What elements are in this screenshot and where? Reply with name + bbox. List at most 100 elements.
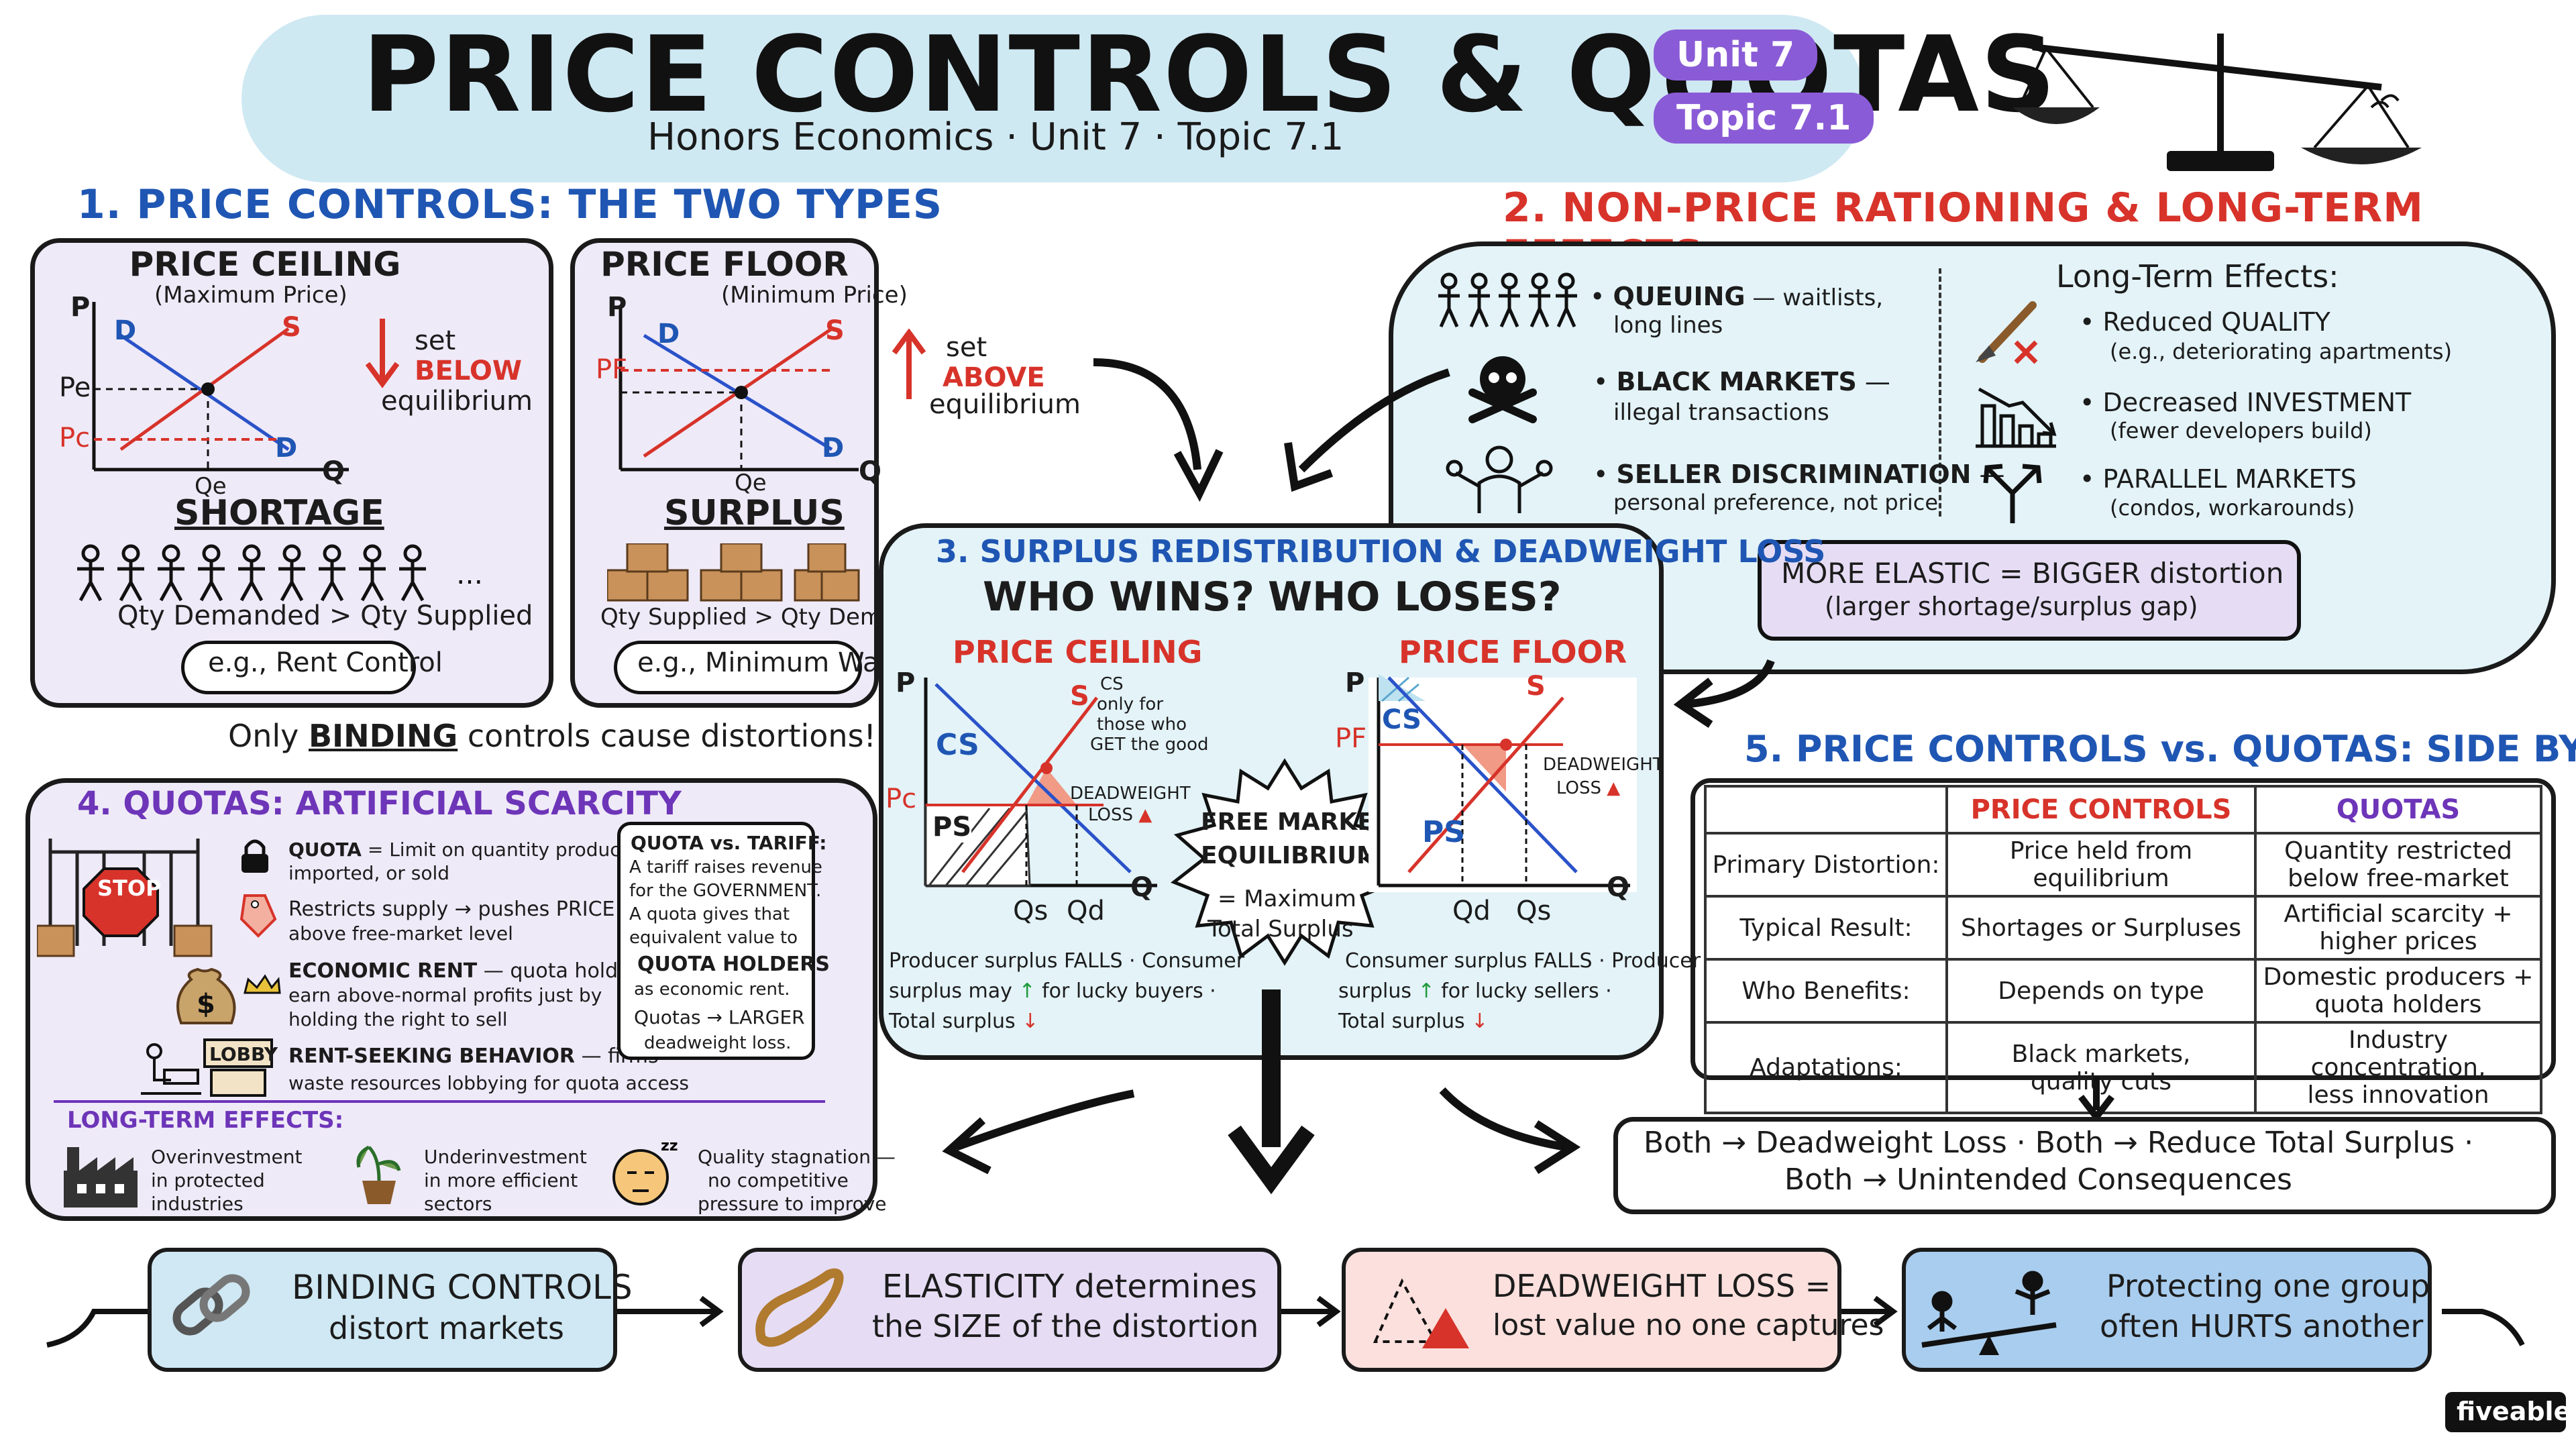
quota-item-4-line2: waste resources lobbying for quota acces… [288,1072,690,1094]
ceiling-label-qe: Qe [195,473,227,500]
table-cell: Artificial scarcity +higher prices [2254,895,2542,961]
table-cell: Industry concentration,less innovation [2254,1021,2542,1114]
ceiling-arrow-text-3: equilibrium [381,386,533,417]
s3-ceiling-ps: PS [932,812,972,843]
both-summary-2: Both → Unintended Consequences [1784,1163,2292,1197]
brand-logo: fiveable [2457,1397,2571,1426]
tariff-line-3: for the GOVERNMENT. [629,881,822,901]
elasticity-note-box [1758,540,2301,641]
burst-line-2: EQUILIBRIUM [1201,842,1381,869]
s3-ceiling-caption-2: surplus may ↑ for lucky buyers · [889,979,1216,1003]
svg-text:$: $ [197,989,215,1020]
tariff-note-box [617,822,815,1060]
s3-floor-qd: Qd [1452,896,1491,926]
quota-item-4: RENT-SEEKING BEHAVIOR — firms [288,1044,659,1068]
table-row-label: Who Benefits: [1704,958,1948,1024]
flow-1-line1: BINDING CONTROLS [292,1268,633,1307]
table-cell: Domestic producers +quota holders [2254,958,2542,1024]
ceiling-supply-demand-graph [92,302,349,472]
tariff-line-5: equivalent value to [629,928,798,948]
rubber-band-icon [755,1268,844,1347]
unit-badge: Unit 7 [1654,30,1818,80]
s3-ceiling-axis-p: P [896,667,916,698]
floor-label-d2: D [822,433,845,464]
section3-title: 3. SURPLUS REDISTRIBUTION & DEADWEIGHT L… [936,533,1826,570]
arrow-section2-to-section3 [1673,659,1775,728]
ceiling-example: e.g., Rent Control [208,647,443,678]
balance-scale-icon [2012,34,2422,171]
s3-ceiling-axis-q: Q [1130,872,1154,903]
tariff-line-1: QUOTA vs. TARIFF: [631,832,827,854]
tariff-line-6: QUOTA HOLDERS [637,953,830,976]
table-cell: Shortages or Surpluses [1945,895,2257,961]
quota-item-1-line2: imported, or sold [288,862,450,884]
long-term-2: • Decreased INVESTMENT [2080,388,2412,417]
s3-ceiling-dwl-2: LOSS ▲ [1088,805,1152,825]
floor-label-pf: PF [596,354,628,385]
s3-floor-dwl-2: LOSS ▲ [1556,778,1621,798]
chain-link-icon [172,1274,250,1336]
long-term-1: • Reduced QUALITY [2080,307,2330,337]
wilted-plant-icon [356,1145,401,1204]
flow-3-line2: lost value no one captures [1493,1308,1884,1342]
ceiling-arrow-text-2: BELOW [415,356,522,386]
ceiling-example-bubble [181,641,416,694]
s3-ceiling-pc: Pc [885,784,917,814]
quota-lt-2-l2: in more efficient [424,1169,578,1191]
quota-item-1: QUOTA = Limit on quantity produced, [288,839,650,861]
money-bag-crown-icon: $ [176,967,281,1024]
tariff-line-7: as economic rent. [634,979,790,1000]
floor-axis-p: P [607,292,627,323]
table-cell: Depends on type [1945,958,2257,1024]
tariff-line-9: deadweight loss. [644,1033,792,1053]
burst-line-1: FREE MARKET [1201,808,1391,836]
gate-stop-icon [37,839,213,957]
s3-floor-ps: PS [1422,815,1465,849]
section2-divider [1939,268,1941,517]
floor-example: e.g., Minimum Wage [637,647,913,678]
svg-text:…: … [456,559,483,590]
bottom-flow-line [46,1295,2525,1348]
s3-floor-axis-p: P [1345,667,1365,698]
section4-title: 4. QUOTAS: ARTIFICIAL SCARCITY [77,785,682,822]
rationing-item-3-line2: personal preference, not price [1613,490,1939,515]
queue-people-icon [1438,272,1577,328]
ceiling-axis-p: P [70,292,91,323]
table-header-quotas: QUOTAS [2254,785,2542,835]
quota-lt-3-l1: Quality stagnation — [698,1146,896,1168]
quota-lt-1-l2: in protected [151,1169,265,1191]
seller-discrimination-icon [1446,445,1553,513]
floor-example-bubble [614,641,862,694]
s3-floor-graph [1377,674,1630,888]
quota-item-3-line3: holding the right to sell [288,1008,508,1030]
quota-long-term-title: LONG-TERM EFFECTS: [67,1107,344,1134]
binding-footnote: Only BINDING controls cause distortions! [228,718,876,754]
section1-title: 1. PRICE CONTROLS: THE TWO TYPES [77,181,943,228]
tariff-line-8: Quotas → LARGER [634,1006,805,1028]
ceiling-title: PRICE CEILING [129,245,401,284]
floor-result: SURPLUS [664,493,845,533]
s3-ceiling-qs: Qs [1013,896,1049,926]
table-row: Who Benefits: Depends on type Domestic p… [1704,958,2542,1024]
elasticity-note-2: (larger shortage/surplus gap) [1825,592,2198,621]
svg-text:zz: zz [661,1138,678,1155]
s3-ceiling-note-1: CS [1100,674,1124,694]
table-corner [1704,785,1948,835]
ceiling-label-s: S [282,312,301,343]
s3-ceiling-title: PRICE CEILING [953,634,1203,670]
table-row-label: Typical Result: [1704,895,1948,961]
ceiling-label-d2: D [275,433,298,464]
table-row-label: Primary Distortion: [1704,832,1948,898]
ceiling-relation: Qty Demanded > Qty Supplied [117,600,533,631]
flow-3-line1: DEADWEIGHT LOSS = [1493,1268,1831,1304]
topic-badge: Topic 7.1 [1654,93,1874,144]
s3-floor-qs: Qs [1516,896,1552,926]
lobby-sign-label: LOBBY [209,1043,278,1065]
s3-ceiling-cs: CS [936,728,979,762]
s3-floor-title: PRICE FLOOR [1399,634,1627,670]
s3-ceiling-note-3: those who [1097,714,1187,735]
quota-lt-2-l1: Underinvestment [424,1146,587,1168]
floor-arrow-text-3: equilibrium [929,389,1081,420]
floor-label-s: S [825,315,845,346]
